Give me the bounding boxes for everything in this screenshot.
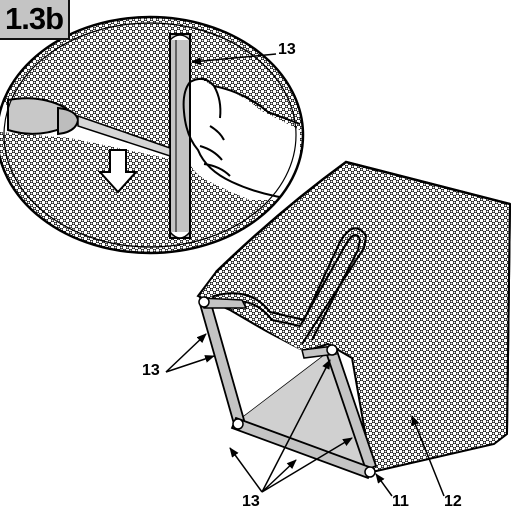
callout-inset-13: 13: [278, 41, 296, 58]
callout-left-13: 13: [142, 362, 160, 379]
figure-label-badge: 1.3b: [0, 0, 70, 40]
screwdriver-icon: [7, 97, 171, 158]
frame-rod-inset: [169, 33, 191, 239]
callout-leaders: [165, 53, 445, 497]
hand-icon: [182, 77, 301, 201]
callout-12: 12: [444, 493, 462, 510]
downward-arrow-icon: [97, 149, 139, 194]
figure-label-text: 1.3b: [4, 1, 64, 36]
callout-bottom-13: 13: [242, 493, 260, 510]
callout-11: 11: [392, 493, 409, 510]
